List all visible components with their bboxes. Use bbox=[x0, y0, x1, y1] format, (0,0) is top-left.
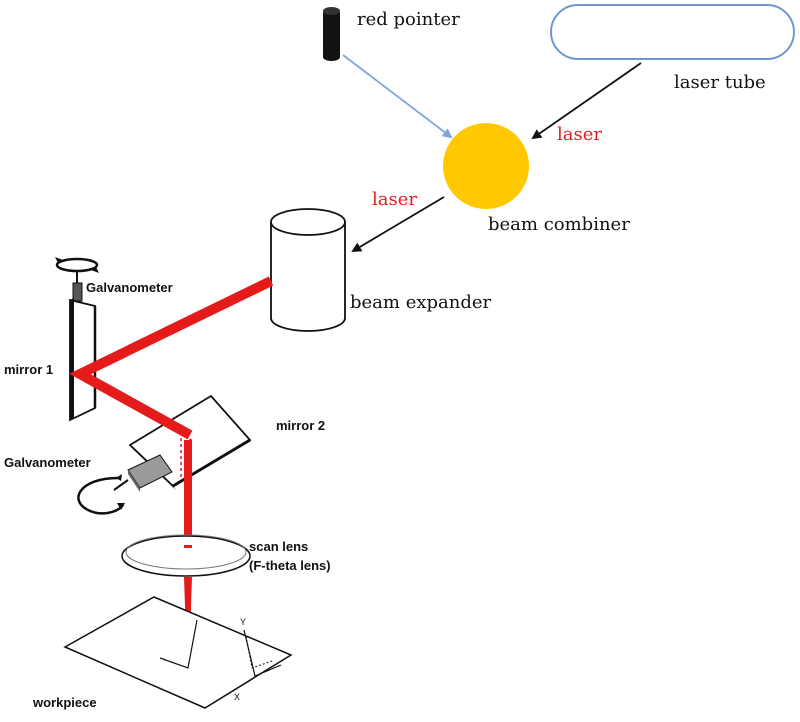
red-pointer-label: red pointer bbox=[357, 9, 460, 30]
galvanometer-2-label: Galvanometer bbox=[4, 455, 91, 470]
beam-combiner-label: beam combiner bbox=[488, 214, 630, 235]
axis-y-label: Y bbox=[240, 617, 246, 627]
beam-expander-label: beam expander bbox=[350, 292, 492, 313]
galvanometer-1-label: Galvanometer bbox=[86, 280, 173, 295]
beam-combiner bbox=[443, 123, 529, 209]
tube-arrow bbox=[531, 62, 642, 140]
laser-label-1: laser bbox=[557, 124, 602, 145]
laser-beam-path bbox=[69, 276, 274, 545]
rotation-arrow-icon bbox=[77, 474, 125, 515]
axis-x-label: X bbox=[234, 692, 240, 702]
workpiece-label: workpiece bbox=[32, 695, 97, 710]
galvanometer-2 bbox=[113, 454, 173, 492]
beam-expander bbox=[270, 208, 346, 332]
laser-tube bbox=[550, 4, 795, 60]
workpiece-plane bbox=[63, 596, 293, 709]
mirror-1 bbox=[69, 298, 97, 422]
laser-label-2: laser bbox=[372, 189, 417, 210]
scan-lens bbox=[121, 534, 251, 577]
scan-lens-label-line2: (F-theta lens) bbox=[249, 558, 331, 573]
scan-lens-label-line1: scan lens bbox=[249, 539, 308, 554]
mirror-1-label: mirror 1 bbox=[4, 362, 53, 377]
galvanometer-1 bbox=[72, 270, 83, 302]
mirror-2-label: mirror 2 bbox=[276, 418, 325, 433]
pointer-arrow bbox=[342, 54, 453, 139]
red-pointer-device bbox=[323, 7, 340, 61]
axis-indicator bbox=[243, 629, 282, 677]
combiner-arrow bbox=[351, 196, 445, 253]
laser-tube-label: laser tube bbox=[674, 72, 766, 93]
scan-path bbox=[159, 619, 198, 669]
